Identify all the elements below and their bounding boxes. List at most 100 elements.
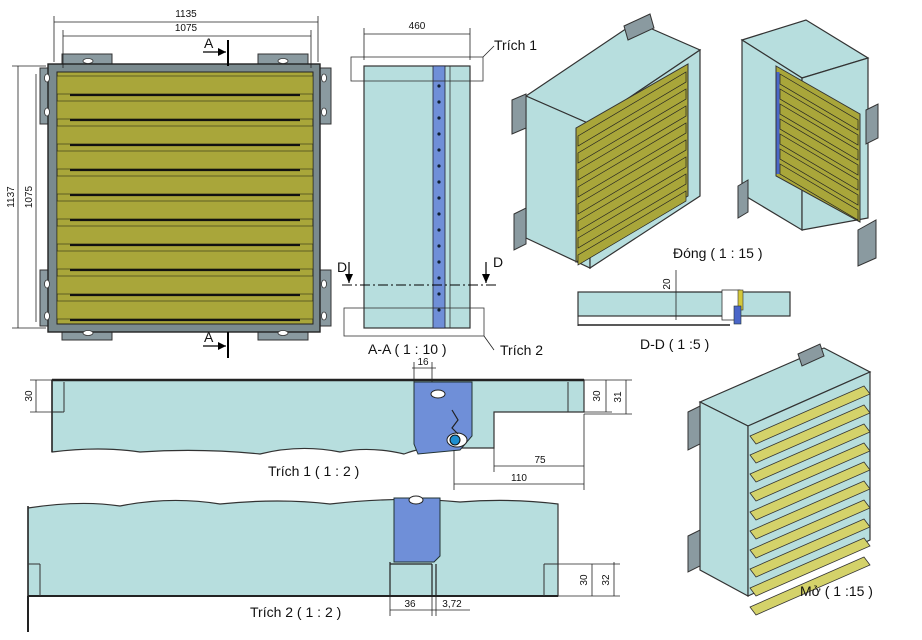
d1-dim-right-30: 30 [592,390,603,402]
iso3-blade [749,461,871,521]
front-blade [56,300,314,320]
caption-iso-closed: Đóng ( 1 : 15 ) [673,245,763,261]
iso1-blade [577,122,687,198]
dim-depth: 460 [409,21,426,32]
section-dd-view: 20 D-D ( 1 :5 ) [577,270,791,352]
section-mark-d-right: D [493,254,503,270]
pivot-point [437,212,441,216]
blade-pivot-points [437,84,441,312]
iso2-blade [779,163,859,221]
pivot-point [437,132,441,136]
iso3-blade [749,480,871,540]
detail-box-1 [350,56,484,82]
iso1-blade [577,173,687,249]
detail2-body [27,498,559,597]
d2-dim-372: 3,72 [442,599,462,610]
iso3-blade [749,404,871,464]
dim-inner-height: 1075 [24,185,35,208]
iso2-blade [779,148,859,206]
pivot-point [437,196,441,200]
iso1-blade [577,105,687,181]
pivot-point [437,116,441,120]
dim-outer-width: 1135 [175,9,197,20]
pivot-point [437,260,441,264]
detail1-body [51,379,585,455]
front-blade [56,175,314,195]
detail-2-view: 30 32 36 3,72 Trích 2 ( 1 : 2 ) [27,495,620,632]
iso1-blade [577,88,687,164]
pivot-point [437,244,441,248]
iso3-blade [749,385,871,445]
caption-section-dd: D-D ( 1 :5 ) [640,336,709,352]
dim-inner-width: 1075 [175,23,198,34]
pivot-point [437,84,441,88]
iso2-blade [779,73,859,131]
front-blade [56,125,314,145]
detail-1-view: 30 16 30 31 75 110 Trích 1 ( 1 : 2 ) [24,357,632,490]
louver-blades [56,75,314,322]
pivot-point [437,292,441,296]
pivot-point [437,148,441,152]
detail2-blade-holder [393,497,441,563]
iso-open-view: Mở ( 1 :15 ) [687,343,873,616]
iso1-blade [577,156,687,232]
iso3-blade [749,556,871,616]
front-blade [56,75,314,95]
iso2-blade [779,88,859,146]
dd-dim-height: 20 [662,278,673,290]
pivot-point [437,164,441,168]
mounting-holes [44,58,327,336]
d1-dim-110: 110 [511,473,527,484]
front-view: 1135 1075 1137 1075 A A [6,9,332,358]
front-blade [56,100,314,120]
pivot-point [437,180,441,184]
iso3-blade [749,518,871,578]
iso3-blade [749,442,871,502]
iso2-blade [779,133,859,191]
pivot-point [437,276,441,280]
caption-section-aa: A-A ( 1 : 10 ) [368,341,447,357]
callout-trich-1: Trích 1 [494,37,537,53]
detail-box-2 [343,307,485,337]
iso3-side-face [699,401,749,598]
d2-dim-32: 32 [601,574,612,586]
d2-dim-30: 30 [579,574,590,586]
d2-dim-36: 36 [404,599,416,610]
iso2-blade [779,118,859,176]
iso-closed-views: Đóng ( 1 : 15 ) [511,13,879,270]
section-mark-a-bottom: A [204,329,214,345]
iso3-open-blades [749,385,871,616]
pivot-point [437,100,441,104]
iso1-blade [577,139,687,215]
front-blade [56,150,314,170]
iso1-blade [577,190,687,266]
iso1-blades [577,71,687,266]
front-blade [56,250,314,270]
d1-dim-right-31: 31 [613,391,624,403]
iso3-blade [749,423,871,483]
iso2-blades [779,73,859,221]
callout-trich-2: Trích 2 [500,342,543,358]
section-mark-d-left: D [337,259,347,275]
front-blade [56,225,314,245]
front-blade [56,200,314,220]
pivot-point [437,228,441,232]
d1-dim-top-16: 16 [417,357,429,368]
pivot-point [437,308,441,312]
section-aa-view: 460 Trích 1 Trích 2 D D A-A ( 1 : 10 ) [337,21,543,358]
section-mark-a-top: A [204,35,214,51]
caption-detail-1: Trích 1 ( 1 : 2 ) [268,463,359,479]
iso2-blade [779,103,859,161]
dd-body [577,291,791,317]
caption-detail-2: Trích 2 ( 1 : 2 ) [250,604,341,620]
iso1-blade [577,71,687,147]
iso3-blade [749,537,871,597]
caption-iso-open: Mở ( 1 :15 ) [800,583,873,599]
d1-dim-left-30: 30 [24,390,35,402]
d1-dim-75: 75 [534,455,546,466]
front-blade [56,275,314,295]
iso3-blade [749,499,871,559]
section-body [363,65,471,329]
